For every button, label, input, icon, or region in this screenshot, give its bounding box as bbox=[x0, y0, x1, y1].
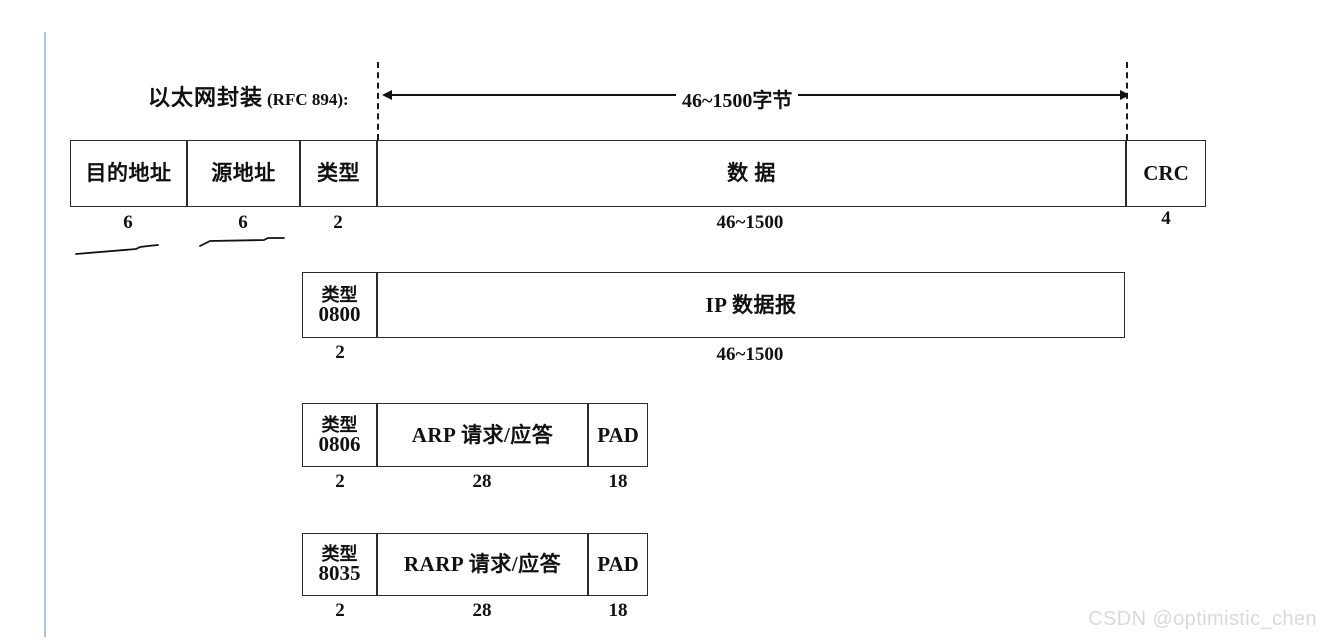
rarp-pad-cell: PAD bbox=[588, 533, 648, 596]
field-destination-address: 目的地址 bbox=[70, 140, 187, 207]
rarp-payload-size: 28 bbox=[472, 600, 492, 621]
arp-pad-cell: PAD bbox=[588, 403, 648, 467]
watermark: CSDN @optimistic_chen bbox=[1088, 608, 1317, 630]
arp-payload-cell: ARP 请求/应答 bbox=[377, 403, 588, 467]
rarp-pad-label: PAD bbox=[597, 552, 639, 577]
field-source-address-label: 源地址 bbox=[211, 161, 276, 186]
field-source-address: 源地址 bbox=[187, 140, 300, 207]
pen-underline-destination bbox=[75, 244, 159, 255]
ip-type-size: 2 bbox=[335, 342, 345, 363]
encapsulation-label-rfc: (RFC 894): bbox=[267, 90, 349, 109]
field-type: 类型 bbox=[300, 140, 377, 207]
rarp-payload-cell: RARP 请求/应答 bbox=[377, 533, 588, 596]
rarp-type-value: 8035 bbox=[318, 561, 361, 585]
arp-type-size: 2 bbox=[335, 471, 345, 492]
size-source-address: 6 bbox=[238, 212, 248, 233]
ip-type-value: 0800 bbox=[318, 301, 361, 326]
size-type: 2 bbox=[333, 212, 343, 233]
field-destination-address-label: 目的地址 bbox=[85, 161, 172, 186]
field-crc-label: CRC bbox=[1143, 161, 1189, 186]
field-data: 数 据 bbox=[377, 140, 1126, 207]
payload-span-text: 46~1500字节 bbox=[676, 84, 799, 113]
size-destination-address: 6 bbox=[123, 212, 133, 233]
arp-payload-label: ARP 请求/应答 bbox=[411, 422, 554, 447]
ip-payload-size: 46~1500 bbox=[716, 344, 784, 365]
size-crc: 4 bbox=[1161, 208, 1171, 229]
payload-end-guide bbox=[1126, 62, 1128, 140]
pen-underline-source bbox=[199, 237, 285, 247]
page-margin-rule bbox=[44, 32, 46, 637]
arp-pad-label: PAD bbox=[597, 422, 639, 447]
rarp-payload-label: RARP 请求/应答 bbox=[403, 552, 562, 577]
field-crc: CRC bbox=[1126, 140, 1206, 207]
ip-type-stack: 类型 0800 bbox=[319, 286, 361, 325]
ip-type-cell: 类型 0800 bbox=[302, 272, 377, 338]
ip-payload-label: IP 数据报 bbox=[705, 292, 797, 317]
rarp-pad-size: 18 bbox=[608, 600, 628, 621]
rarp-type-cell: 类型 8035 bbox=[302, 533, 377, 596]
arp-type-cell: 类型 0806 bbox=[302, 403, 377, 467]
arp-type-stack: 类型 0806 bbox=[319, 416, 361, 455]
arp-pad-size: 18 bbox=[608, 471, 628, 492]
rarp-type-size: 2 bbox=[335, 600, 345, 621]
encapsulation-label: 以太网封装 (RFC 894): bbox=[148, 80, 349, 112]
rarp-type-label: 类型 bbox=[321, 544, 358, 564]
payload-start-guide bbox=[377, 62, 379, 140]
encapsulation-label-cjk: 以太网封装 bbox=[148, 85, 264, 110]
ip-type-label: 类型 bbox=[321, 284, 358, 305]
arp-type-value: 0806 bbox=[318, 431, 361, 456]
size-data: 46~1500 bbox=[716, 212, 784, 233]
ip-payload-cell: IP 数据报 bbox=[377, 272, 1125, 338]
rarp-type-stack: 类型 8035 bbox=[319, 545, 361, 584]
field-type-label: 类型 bbox=[317, 161, 360, 186]
arp-type-label: 类型 bbox=[321, 414, 358, 435]
field-data-label: 数 据 bbox=[727, 161, 776, 186]
arp-payload-size: 28 bbox=[472, 471, 492, 492]
